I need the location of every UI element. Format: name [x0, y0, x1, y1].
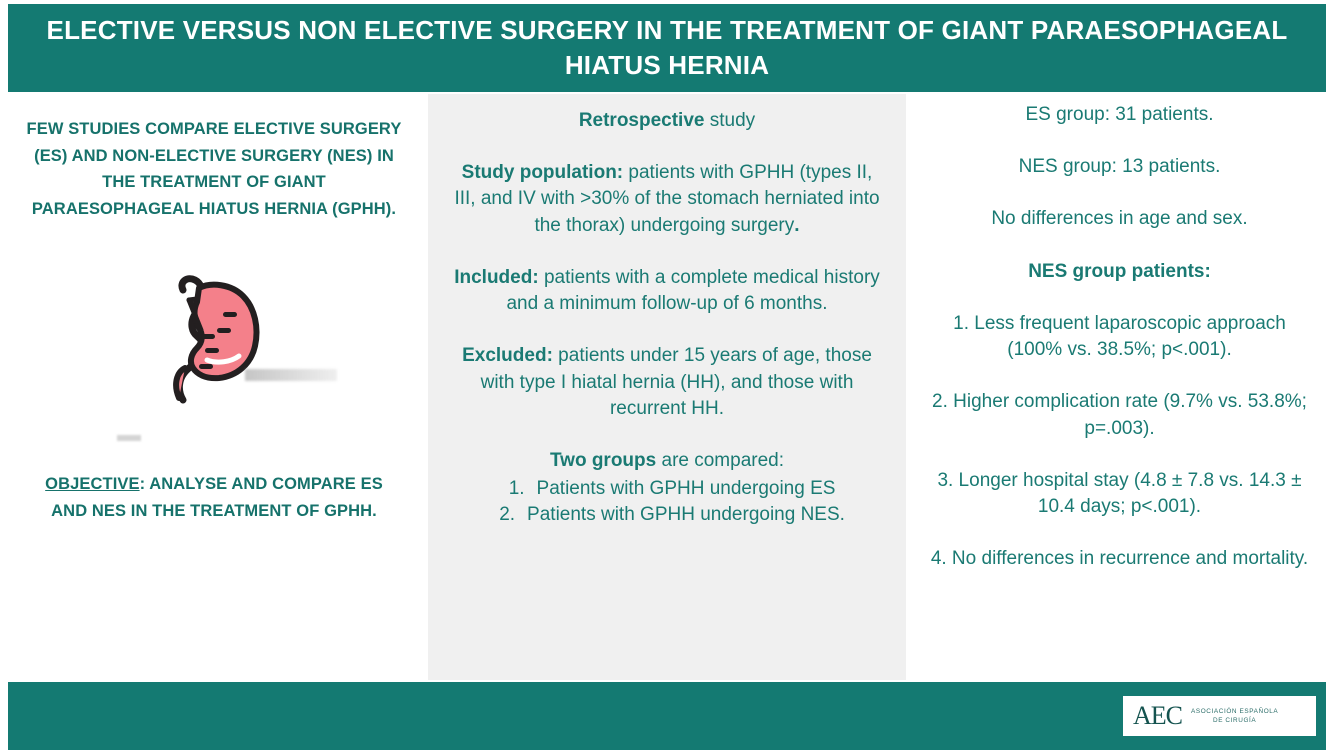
groups-heading: Two groups are compared: 1.Patients with… — [450, 448, 884, 529]
aec-logo-line1: ASOCIACIÓN ESPAÑOLA — [1191, 707, 1279, 715]
groups-list: 1. Patients with GPHH undergoing ES 2. Pat… — [450, 476, 884, 528]
study-population-label: Study population: — [461, 162, 624, 184]
list-item: 2. Patients with GPHH undergoing NES. — [450, 502, 884, 528]
inclusion-rest: patients with a complete medical history… — [506, 266, 880, 315]
nes-group-count: NES group: 13 patients. — [1018, 156, 1221, 178]
study-design-label: Retrospective — [578, 110, 705, 131]
footer-bar: AEC ASOCIACIÓN ESPAÑOLA DE CIRUGÍA — [8, 682, 1326, 750]
groups-label: Two groups — [549, 449, 657, 471]
objective-text: : ANALYSE AND COMPARE ES AND NES IN THE … — [51, 474, 383, 520]
watermark-artifact-small — [117, 434, 141, 441]
group-text: Patients with GPHH undergoing NES. — [527, 504, 845, 526]
exclusion-label: Excluded: — [462, 345, 553, 367]
study-population-rest: patients with GPHH (types II, III, and I… — [454, 162, 880, 236]
group-text: Patients with GPHH undergoing ES — [536, 478, 836, 500]
objective-statement: OBJECTIVE: ANALYSE AND COMPARE ES AND NE… — [26, 471, 402, 524]
list-item: 1. Patients with GPHH undergoing ES — [450, 476, 884, 502]
finding-item: 4. No differences in recurrence and mort… — [930, 548, 1309, 570]
aec-logo-subtitle: ASOCIACIÓN ESPAÑOLA DE CIRUGÍA — [1191, 707, 1278, 726]
finding-item: 2. Higher complication rate (9.7% vs. 53… — [932, 391, 1307, 439]
header-bar: ELECTIVE VERSUS NON ELECTIVE SURGERY IN … — [8, 4, 1326, 92]
right-column: ES group: 31 patients. NES group: 13 pat… — [906, 94, 1333, 680]
content-columns: FEW STUDIES COMPARE ELECTIVE SURGERY (ES… — [0, 94, 1333, 680]
aec-logo-line2: DE CIRUGÍA — [1212, 717, 1257, 724]
exclusion-criteria: Excluded: patients under 15 years of age… — [450, 343, 884, 422]
finding-item: 3. Longer hospital stay (4.8 ± 7.8 vs. 1… — [937, 469, 1302, 517]
stomach-icon — [173, 275, 260, 404]
study-design-rest: study — [704, 110, 756, 131]
group-number: 1. — [508, 478, 525, 500]
study-population-end: . — [794, 214, 800, 236]
aec-wordmark: AEC — [1133, 701, 1183, 730]
inclusion-label: Included: — [454, 266, 539, 288]
es-group-count: ES group: 31 patients. — [1025, 104, 1214, 125]
stomach-illustration — [99, 267, 337, 441]
aec-logo: AEC ASOCIACIÓN ESPAÑOLA DE CIRUGÍA — [1123, 696, 1316, 736]
background-statement: FEW STUDIES COMPARE ELECTIVE SURGERY (ES… — [26, 120, 402, 219]
group-number: 2. — [499, 504, 516, 526]
page-title: ELECTIVE VERSUS NON ELECTIVE SURGERY IN … — [46, 14, 1288, 80]
age-sex-difference: No differences in age and sex. — [991, 208, 1248, 230]
inclusion-criteria: Included: patients with a complete medic… — [450, 265, 884, 317]
finding-item: 1. Less frequent laparoscopic approach (… — [953, 312, 1286, 361]
study-population: Study population: patients with GPHH (ty… — [450, 160, 884, 239]
study-design: Retrospective study — [450, 108, 884, 134]
exclusion-rest: patients under 15 years of age, those wi… — [480, 345, 872, 419]
objective-label: OBJECTIVE — [45, 474, 140, 493]
groups-rest: are compared: — [656, 449, 785, 471]
middle-column: Retrospective study Study population: pa… — [428, 94, 906, 680]
findings-heading: NES group patients: — [1028, 260, 1211, 282]
left-column: FEW STUDIES COMPARE ELECTIVE SURGERY (ES… — [0, 94, 428, 680]
watermark-artifact — [245, 368, 337, 381]
